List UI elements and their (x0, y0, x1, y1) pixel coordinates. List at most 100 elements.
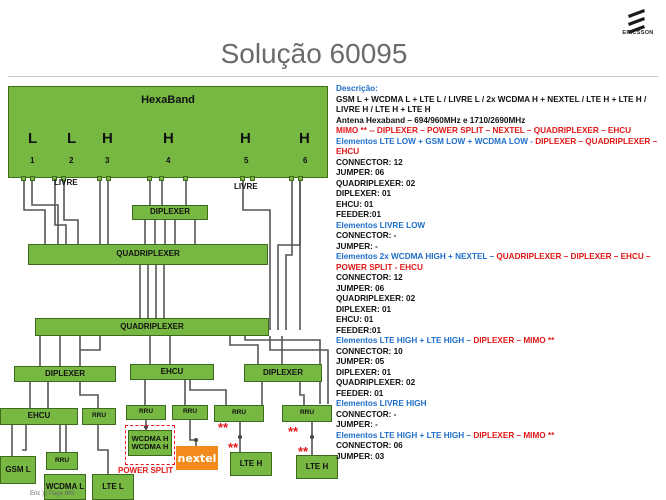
diplexer-right: DIPLEXER (244, 364, 322, 382)
band-4-letter: H (163, 130, 174, 147)
description-line: GSM L + WCDMA L + LTE L / LIVRE L / 2x W… (336, 94, 647, 115)
power-split-outline (125, 425, 175, 465)
description-panel: Descrição: GSM L + WCDMA L + LTE L / LIV… (336, 84, 664, 462)
spec-line: CONNECTOR: - (336, 409, 397, 419)
quadriplexer-1: QUADRIPLEXER (28, 244, 268, 265)
diplexer-top: DIPLEXER (132, 205, 208, 220)
port (97, 176, 102, 181)
section-livre-high: Elementos LIVRE HIGH (336, 399, 427, 408)
spec-line: FEEDER: 01 (336, 388, 384, 398)
section-elements: QUADRIPLEXER – DIPLEXER – EHCU – POWER S… (336, 252, 651, 272)
spec-line: FEEDER:01 (336, 325, 382, 335)
description-heading: Descrição: (336, 84, 378, 93)
port (61, 176, 66, 181)
section-title: Elementos 2x WCDMA HIGH + NEXTEL – (336, 252, 497, 261)
section-elements: DIPLEXER – MIMO ** (473, 336, 555, 345)
spec-line: JUMPER: 03 (336, 451, 385, 461)
spec-line: CONNECTOR: 06 (336, 441, 403, 450)
quadriplexer-2: QUADRIPLEXER (35, 318, 269, 336)
nextel-logo: nextel (176, 446, 218, 470)
livre-low-label: LIVRE (54, 178, 78, 187)
gsm-low-radio: GSM L (0, 456, 36, 484)
spec-line: QUADRIPLEXER: 02 (336, 178, 416, 188)
rru-4: RRU (214, 405, 264, 422)
band-2-number: 2 (69, 156, 74, 165)
lte-low-radio: LTE L (92, 474, 134, 500)
port (106, 176, 111, 181)
lte-high-radio-2: LTE H (296, 455, 338, 479)
band-6-number: 6 (303, 156, 308, 165)
spec-line: JUMPER: - (336, 241, 378, 251)
spec-line: JUMPER: - (336, 420, 378, 429)
rru-5: RRU (282, 405, 332, 422)
spec-line: CONNECTOR: 12 (336, 273, 403, 282)
section-lte-high-2: Elementos LTE HIGH + LTE HIGH – DIPLEXER… (336, 431, 664, 442)
ericsson-logo-icon (628, 9, 645, 34)
mimo-marker: ** (298, 444, 309, 459)
diplexer-left: DIPLEXER (14, 366, 116, 382)
port (52, 176, 57, 181)
mimo-marker: ** (228, 440, 239, 455)
page-title: Solução 60095 (220, 38, 408, 69)
mimo-marker: ** (288, 424, 299, 439)
band-6-letter: H (299, 130, 310, 147)
rru-2: RRU (126, 405, 166, 420)
band-1-letter: L (28, 130, 38, 147)
section-title: Elementos LTE LOW + GSM LOW + WCDMA LOW … (336, 136, 536, 146)
band-4-number: 4 (166, 156, 171, 165)
band-5-number: 5 (244, 156, 249, 165)
spec-line: JUMPER: 06 (336, 283, 385, 293)
band-3-number: 3 (105, 156, 110, 165)
section-wcdma-high: Elementos 2x WCDMA HIGH + NEXTEL – QUADR… (336, 252, 664, 273)
band-3-letter: H (102, 130, 113, 147)
livre-high-label: LIVRE (234, 182, 258, 191)
section-lte-high-1: Elementos LTE HIGH + LTE HIGH – DIPLEXER… (336, 336, 664, 347)
spec-line: DIPLEXER: 01 (336, 304, 392, 314)
spec-line: QUADRIPLEXER: 02 (336, 378, 416, 387)
rru-3: RRU (172, 405, 208, 420)
rru-6: RRU (46, 452, 78, 470)
section-elements: DIPLEXER – MIMO ** (473, 430, 555, 440)
spec-line: JUMPER: 05 (336, 357, 385, 366)
footer: Eric ) | Page 885 (30, 491, 75, 497)
port (298, 176, 303, 181)
port (21, 176, 26, 181)
port (240, 176, 245, 181)
section-livre-low: Elementos LIVRE LOW (336, 220, 426, 230)
spec-line: JUMPER: 06 (336, 168, 385, 177)
hexaband-antenna: HexaBand L L H H H H 1 2 3 4 5 6 (8, 86, 328, 178)
band-5-letter: H (240, 130, 251, 147)
section-title: Elementos LTE HIGH + LTE HIGH – (336, 430, 474, 440)
spec-line: DIPLEXER: 01 (336, 189, 392, 198)
section-elements: DIPLEXER – QUADRIPLEXER – EHCU (336, 136, 658, 157)
port (30, 176, 35, 181)
spec-line: QUADRIPLEXER: 02 (336, 294, 416, 303)
spec-line: CONNECTOR: - (336, 231, 397, 240)
spec-line: CONNECTOR: 10 (336, 346, 403, 356)
port (250, 176, 255, 181)
lte-high-radio-1: LTE H (230, 452, 272, 476)
wcdma-low-radio: WCDMA L (44, 474, 86, 500)
spec-line: EHCU: 01 (336, 199, 374, 209)
ehcu-left: EHCU (0, 408, 78, 425)
description-mimo: MIMO ** -- DIPLEXER – POWER SPLIT – NEXT… (336, 126, 632, 135)
port (159, 176, 164, 181)
spec-line: EHCU: 01 (336, 315, 374, 324)
power-split-label: POWER SPLIT (118, 466, 174, 475)
wcdma-high-radio: WCDMA H WCDMA H (128, 430, 172, 456)
spec-line: FEEDER:01 (336, 210, 382, 219)
rru-1: RRU (82, 408, 116, 425)
port (183, 176, 188, 181)
spec-line: CONNECTOR: 12 (336, 157, 403, 167)
title-divider (8, 76, 658, 77)
ehcu-center: EHCU (130, 364, 214, 380)
description-line: Antena Hexaband – 694/960MHz e 1710/2690… (336, 115, 526, 125)
band-1-number: 1 (30, 156, 35, 165)
logo-text: ERICSSON (622, 30, 654, 36)
band-2-letter: L (67, 130, 77, 147)
mimo-marker: ** (218, 420, 229, 435)
port (289, 176, 294, 181)
hexaband-title: HexaBand (141, 94, 195, 106)
section-lte-low: Elementos LTE LOW + GSM LOW + WCDMA LOW … (336, 137, 664, 158)
